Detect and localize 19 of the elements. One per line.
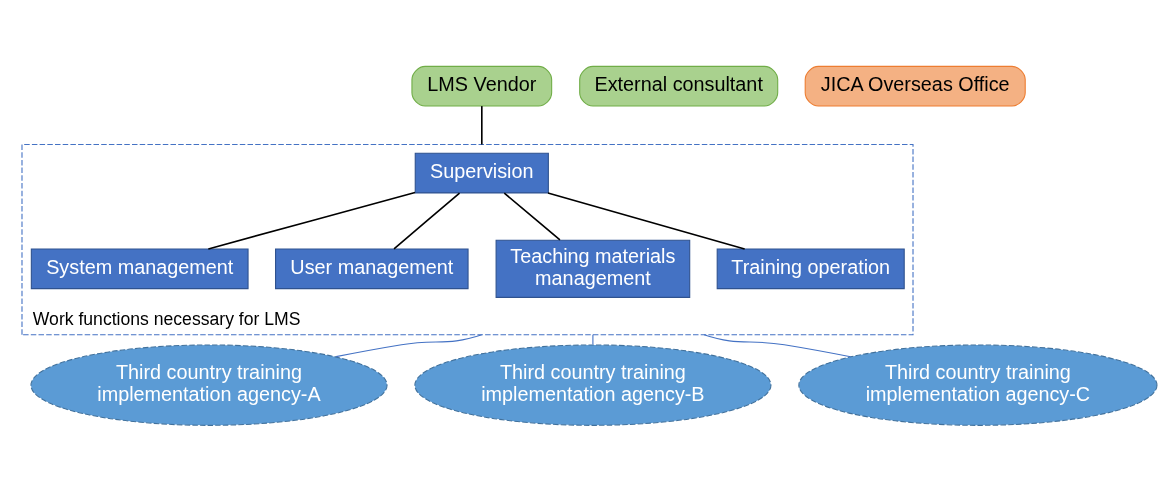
node-box: JICA Overseas Office <box>804 65 1026 107</box>
connector <box>592 334 594 346</box>
node-box: Supervision <box>414 152 549 194</box>
connector <box>335 334 483 358</box>
node-ellipse: Third country training implementation agency-B <box>414 344 772 426</box>
connector <box>393 192 461 250</box>
connector <box>503 192 561 241</box>
node-box: System management <box>30 248 249 290</box>
node-box: External consultant <box>579 65 779 107</box>
connector <box>703 334 852 358</box>
node-box: LMS Vendor <box>411 65 553 107</box>
node-ellipse: Third country training implementation agency-A <box>30 344 388 426</box>
node-box: User management <box>275 248 469 290</box>
connector <box>480 105 483 146</box>
node-box: Teaching materials management <box>495 239 691 298</box>
node-box: Training operation <box>716 248 905 290</box>
node-ellipse: Third country training implementation agency-C <box>798 344 1158 426</box>
connector <box>547 192 746 250</box>
connector <box>207 191 416 250</box>
